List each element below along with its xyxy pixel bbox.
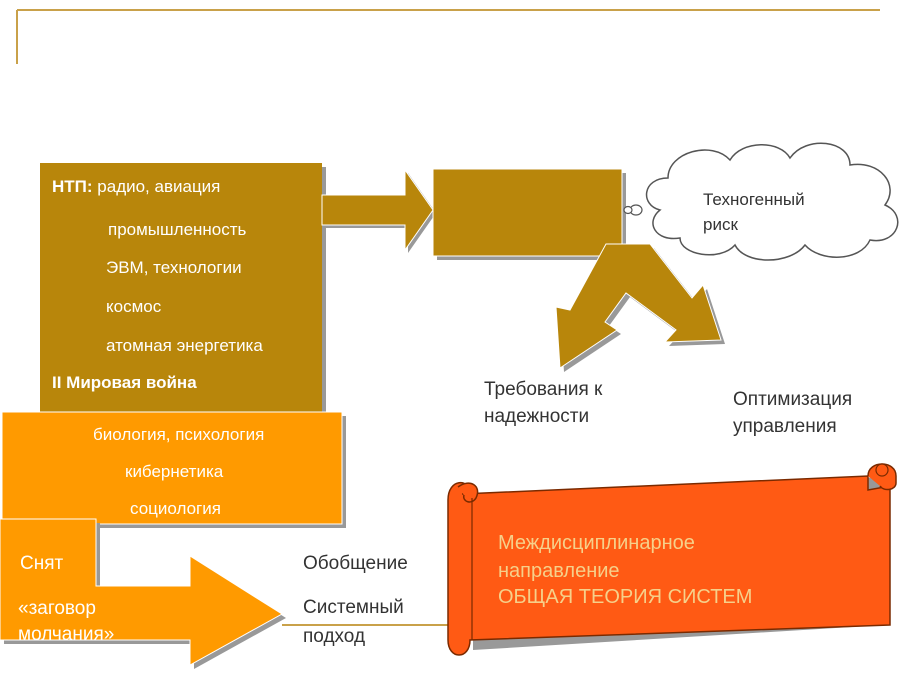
left-bottom-arrow <box>0 518 283 666</box>
reliability-line-1: Требования к <box>484 379 603 400</box>
scroll-line-1: Междисциплинарное <box>498 532 695 554</box>
arrow-text-1: Снят <box>20 553 64 574</box>
ots-scroll <box>447 463 897 656</box>
ntp-item: ЭВМ, технологии <box>106 258 242 277</box>
sciences-box <box>1 411 343 525</box>
science-item: биология, психология <box>93 425 265 444</box>
generalization-line-1: Обобщение <box>303 553 408 574</box>
scroll-line-3: ОБЩАЯ ТЕОРИЯ СИСТЕМ <box>498 586 753 608</box>
generalization-line-2: Системный <box>303 597 404 618</box>
optimization-line-2: управления <box>733 416 837 437</box>
risk-cloud <box>623 142 899 261</box>
arrow-text-2: «заговор <box>18 598 96 619</box>
split-arrow <box>555 243 722 369</box>
ntp-war: II Мировая война <box>52 373 197 392</box>
optimization-line-1: Оптимизация <box>733 389 853 410</box>
generalization-line-3: подход <box>303 626 366 647</box>
right-arrow <box>321 168 434 252</box>
ntp-item: радио, авиация <box>97 177 221 196</box>
reliability-line-2: надежности <box>484 406 590 427</box>
ntp-item: космос <box>106 297 162 316</box>
ntp-item: промышленность <box>108 220 247 239</box>
center-box <box>432 168 623 257</box>
science-item: социология <box>130 499 221 518</box>
arrow-text-3: молчания» <box>18 624 115 645</box>
ntp-heading: НТП: <box>52 177 93 196</box>
ntp-item: атомная энергетика <box>106 336 263 355</box>
ntp-line-1: НТП: радио, авиация <box>52 177 220 197</box>
science-item: кибернетика <box>125 462 224 481</box>
cloud-text-1: Техногенный <box>703 190 805 209</box>
cloud-text-2: риск <box>703 215 738 234</box>
scroll-line-2: направление <box>498 560 620 582</box>
ntp-box <box>40 163 322 417</box>
